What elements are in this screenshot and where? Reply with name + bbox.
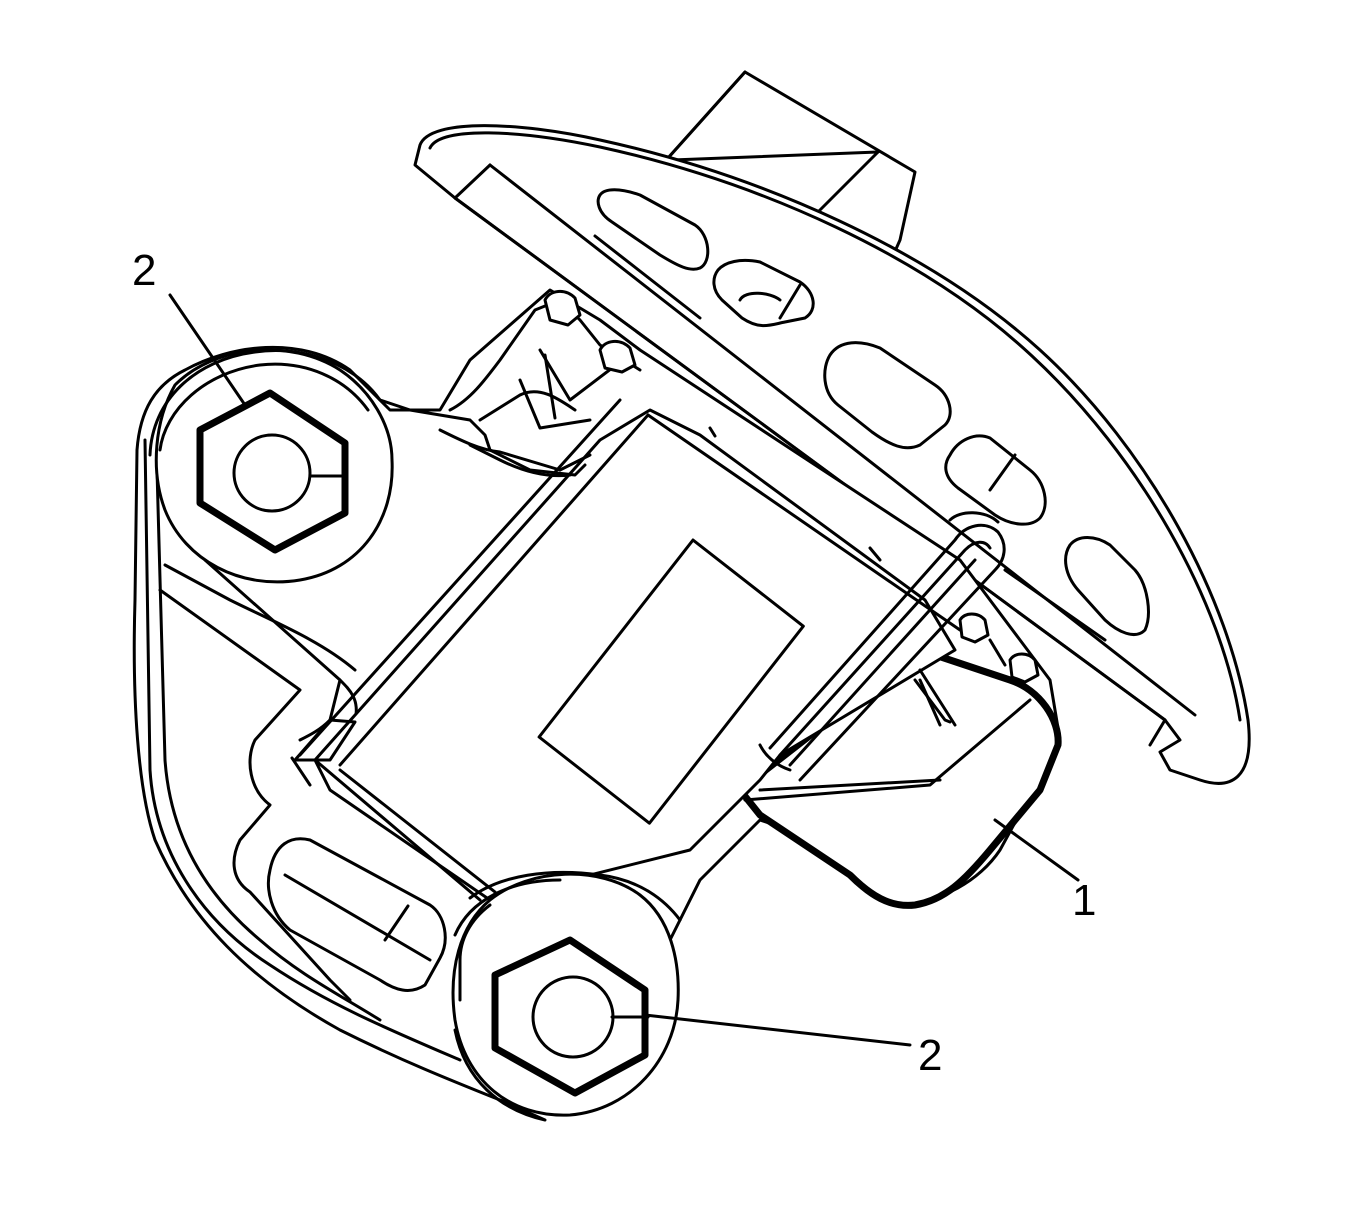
wire-clip — [758, 511, 1006, 782]
callout-1: 1 — [1072, 876, 1096, 925]
leader-1 — [993, 818, 1080, 882]
upper-mechanism — [438, 290, 1040, 727]
label-plate — [537, 538, 805, 825]
center-plate — [290, 398, 962, 902]
callout-2-upper: 2 — [132, 246, 156, 295]
leader-2-upper — [168, 293, 247, 407]
lower-slot — [266, 837, 447, 992]
leader-2-lower — [643, 1013, 912, 1047]
actuator-housing — [736, 646, 1062, 909]
nut-lower — [451, 870, 682, 1122]
callout-leaders — [168, 293, 1080, 1047]
callout-2-lower: 2 — [918, 1031, 942, 1080]
mounting-flange — [413, 124, 1251, 785]
nut-upper-left — [148, 348, 587, 584]
flange-cutouts — [596, 188, 1150, 636]
